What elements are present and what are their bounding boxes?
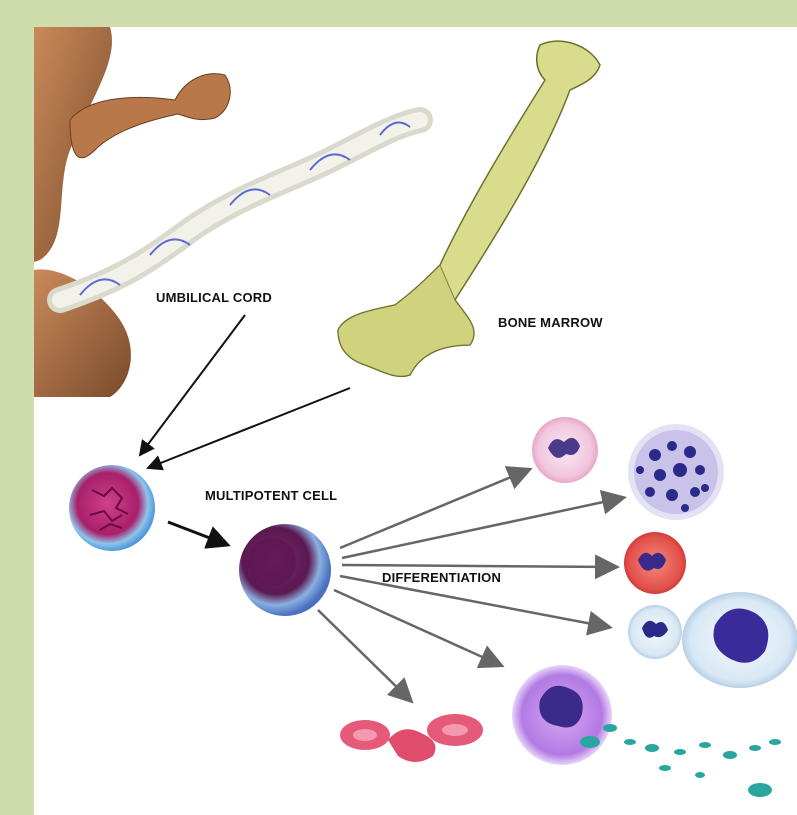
label-differentiation: DIFFERENTIATION bbox=[382, 570, 501, 585]
label-multipotent-cell: MULTIPOTENT CELL bbox=[205, 488, 337, 503]
label-umbilical-cord: UMBILICAL CORD bbox=[156, 290, 272, 305]
arrow-cell-to-progenitor bbox=[168, 522, 228, 545]
multipotent-cell bbox=[69, 465, 155, 551]
differentiation-arrows bbox=[318, 470, 622, 700]
monocyte-cell bbox=[682, 592, 797, 688]
eosinophil-pink-cell bbox=[532, 417, 598, 483]
neutrophil-red-cell bbox=[624, 532, 686, 594]
arrow-marrow-to-cell bbox=[148, 388, 350, 468]
label-bone-marrow: BONE MARROW bbox=[498, 315, 603, 330]
small-ice-cell bbox=[628, 605, 682, 659]
red-blood-cells bbox=[340, 714, 483, 762]
progenitor-cell bbox=[239, 524, 331, 616]
basophil-cell bbox=[628, 424, 724, 520]
